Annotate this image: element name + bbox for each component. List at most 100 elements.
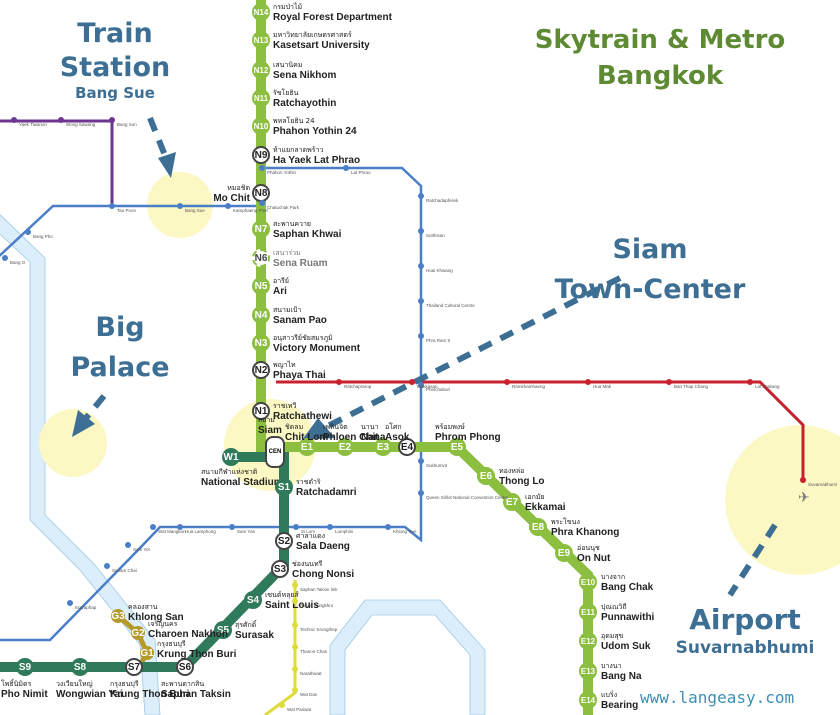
- station-dot[interactable]: [104, 563, 110, 569]
- station-badge-w1[interactable]: W1: [222, 448, 240, 466]
- station-dot[interactable]: [259, 200, 265, 206]
- station-dot[interactable]: [292, 622, 298, 628]
- station-label-english: Royal Forest Department: [273, 12, 392, 23]
- station-badge-s7[interactable]: S7: [125, 658, 143, 676]
- station-dot[interactable]: [67, 600, 73, 606]
- station-badge-s9[interactable]: S9: [16, 658, 34, 676]
- station-label-english: Thong Lo: [499, 476, 545, 487]
- station-dot[interactable]: [800, 477, 806, 483]
- station-badge-e5[interactable]: E5: [448, 438, 466, 456]
- station-dot[interactable]: [418, 458, 424, 464]
- website-link[interactable]: www.langeasy.com: [640, 688, 795, 707]
- station-dot[interactable]: [292, 687, 298, 693]
- station-label-english: Phra Khanong: [551, 527, 620, 538]
- station-label-english: Charoen Nakhon: [148, 629, 229, 640]
- station-dot[interactable]: [585, 379, 591, 385]
- station-dot[interactable]: [11, 117, 17, 123]
- station-dot[interactable]: [292, 644, 298, 650]
- station-badge-e11[interactable]: E11: [579, 603, 597, 621]
- station-dot[interactable]: [385, 524, 391, 530]
- station-badge-n11[interactable]: N11: [252, 89, 270, 107]
- station-badge-n2[interactable]: N2: [252, 361, 270, 379]
- station-dot[interactable]: [225, 203, 231, 209]
- station-dot[interactable]: [177, 524, 183, 530]
- station-badge-n13[interactable]: N13: [252, 31, 270, 49]
- station-badge-e13[interactable]: E13: [579, 662, 597, 680]
- station-dot[interactable]: [2, 255, 8, 261]
- station-badge-e2[interactable]: E2: [336, 438, 354, 456]
- station-dot[interactable]: [150, 524, 156, 530]
- station-badge-s2[interactable]: S2: [275, 532, 293, 550]
- station-dot[interactable]: [418, 333, 424, 339]
- station-badge-n10[interactable]: N10: [252, 117, 270, 135]
- station-badge-s1[interactable]: S1: [275, 478, 293, 496]
- station-badge-s3[interactable]: S3: [271, 560, 289, 578]
- station-badge-s6[interactable]: S6: [176, 658, 194, 676]
- station-badge-g2[interactable]: G2: [131, 626, 145, 640]
- station-badge-e9[interactable]: E9: [555, 544, 573, 562]
- station-dot[interactable]: [292, 582, 298, 588]
- station-badge-n9[interactable]: N9: [252, 146, 270, 164]
- station-dot[interactable]: [177, 203, 183, 209]
- station-dot[interactable]: [25, 229, 31, 235]
- station-small-label: Phahon Yothin: [267, 170, 297, 175]
- station-dot[interactable]: [279, 702, 285, 708]
- station-dot[interactable]: [327, 524, 333, 530]
- station-label-thai: ชิดลม: [285, 423, 304, 431]
- station-badge-e6[interactable]: E6: [477, 467, 495, 485]
- station-dot[interactable]: [418, 298, 424, 304]
- station-badge-n4[interactable]: N4: [252, 306, 270, 324]
- station-dot[interactable]: [418, 263, 424, 269]
- station-dot[interactable]: [418, 382, 424, 388]
- station-dot[interactable]: [418, 228, 424, 234]
- station-dot[interactable]: [747, 379, 753, 385]
- station-badge-e4[interactable]: E4: [398, 438, 416, 456]
- station-badge-n3[interactable]: N3: [252, 334, 270, 352]
- station-dot[interactable]: [666, 379, 672, 385]
- station-dot[interactable]: [109, 203, 115, 209]
- station-badge-e14[interactable]: E14: [579, 691, 597, 709]
- station-badge-g1[interactable]: G1: [140, 646, 154, 660]
- station-dot[interactable]: [343, 165, 349, 171]
- station-badge-n12[interactable]: N12: [252, 61, 270, 79]
- station-dot[interactable]: [125, 542, 131, 548]
- station-small-label: Hua Mak: [593, 384, 612, 389]
- station-badge-s8[interactable]: S8: [71, 658, 89, 676]
- station-badge-n6[interactable]: N6: [252, 249, 270, 267]
- station-dot[interactable]: [292, 666, 298, 672]
- station-dot[interactable]: [292, 598, 298, 604]
- station-dot[interactable]: [418, 490, 424, 496]
- station-badge-siam[interactable]: CEN: [265, 436, 285, 468]
- station-badge-e10[interactable]: E10: [579, 573, 597, 591]
- station-label-thai: พญาไท: [273, 361, 296, 369]
- station-small-label: Bang Pho: [33, 234, 53, 239]
- station-badge-n14[interactable]: N14: [252, 3, 270, 21]
- station-badge-e3[interactable]: E3: [374, 438, 392, 456]
- station-badge-e1[interactable]: E1: [298, 438, 316, 456]
- station-dot[interactable]: [58, 117, 64, 123]
- station-dot[interactable]: [409, 379, 415, 385]
- station-badge-n7[interactable]: N7: [252, 220, 270, 238]
- station-badge-n5[interactable]: N5: [252, 277, 270, 295]
- station-dot[interactable]: [336, 379, 342, 385]
- station-label: สุรศักดิ์Surasak: [235, 620, 274, 641]
- station-dot[interactable]: [504, 379, 510, 385]
- station-dot[interactable]: [259, 165, 265, 171]
- station-badge-n1[interactable]: N1: [252, 402, 270, 420]
- station-label: กรมป่าไม้Royal Forest Department: [273, 2, 392, 23]
- station-dot[interactable]: [418, 193, 424, 199]
- station-dot[interactable]: [293, 524, 299, 530]
- station-badge-s4[interactable]: S4: [244, 591, 262, 609]
- station-dot[interactable]: [109, 117, 115, 123]
- station-badge-e8[interactable]: E8: [529, 518, 547, 536]
- station-badge-e12[interactable]: E12: [579, 632, 597, 650]
- station-dot[interactable]: [229, 524, 235, 530]
- station-badge-s5[interactable]: S5: [214, 621, 232, 639]
- palace-highlight: [39, 409, 107, 477]
- station-badge-e7[interactable]: E7: [503, 493, 521, 511]
- station-label-english: Saphan Taksin: [161, 689, 231, 700]
- station-badge-g3[interactable]: G3: [111, 609, 125, 623]
